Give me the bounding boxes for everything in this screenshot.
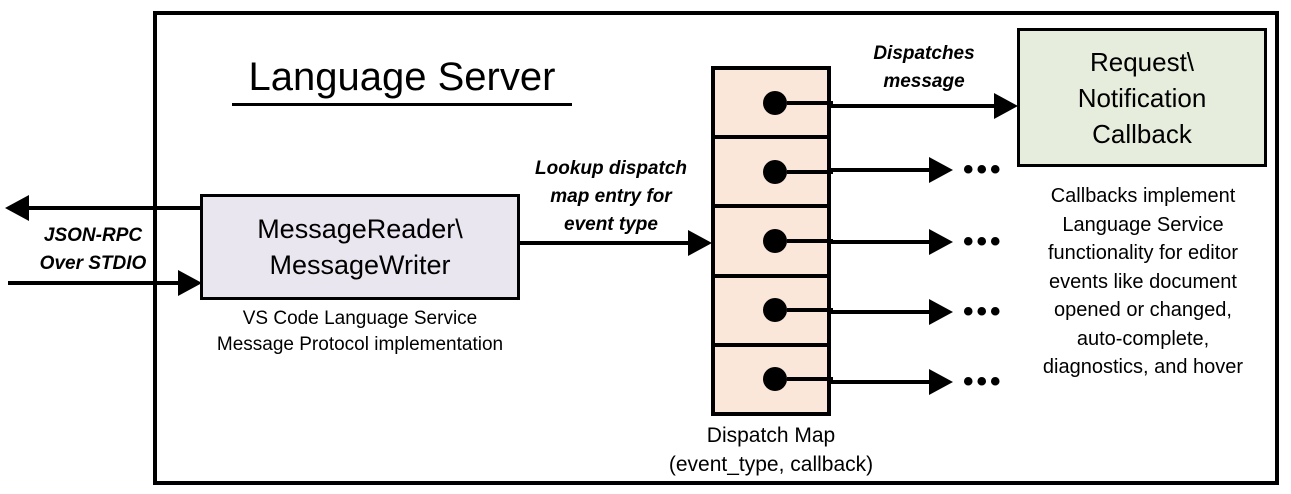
dispatch-row-4-ellipsis: ••• [963, 295, 1004, 328]
callback-dot-icon [763, 298, 787, 323]
dispatch-map-caption: Dispatch Map (event_type, callback) [641, 421, 901, 479]
lookup-dispatch-label-line-3: event type [564, 214, 658, 235]
message-reader-writer-caption-line-1: VS Code Language Service [242, 308, 478, 329]
dispatch-map-row-5-connector [787, 377, 833, 382]
json-rpc-label: JSON-RPC Over STDIO [18, 222, 168, 278]
inbound-rpc-line [8, 281, 180, 285]
message-reader-writer-box[interactable]: MessageReader\ MessageWriter [200, 194, 520, 300]
dispatch-row-3-line [831, 240, 931, 244]
dispatch-row-3-arrowhead [929, 229, 953, 255]
message-reader-writer-line-1: MessageReader\ [257, 214, 463, 244]
diagram-title: Language Server [232, 52, 572, 106]
callback-description-line-4: events like document [1049, 270, 1237, 293]
dispatch-row-2-line [831, 168, 931, 172]
request-notification-callback-label: Request\ Notification Callback [1078, 44, 1207, 152]
lookup-dispatch-line [520, 241, 690, 245]
dispatch-map-table[interactable] [711, 66, 833, 416]
dispatch-map-caption-line-1: Dispatch Map [706, 424, 836, 447]
dispatch-row-1-arrowhead [994, 93, 1018, 119]
lookup-dispatch-label-line-1: Lookup dispatch [535, 158, 687, 179]
callback-description-line-7: diagnostics, and hover [1042, 356, 1244, 378]
callback-description-line-1: Callbacks implement [1050, 185, 1236, 207]
dispatch-row-5-arrowhead [929, 369, 953, 395]
lookup-dispatch-label-line-2: map entry for [550, 186, 672, 207]
dispatch-row-3-ellipsis: ••• [963, 225, 1004, 258]
dispatches-message-label-line-2: message [883, 71, 965, 92]
dispatch-row-2-arrowhead [929, 157, 953, 183]
dispatch-map-row-1-connector [787, 100, 833, 105]
dispatches-message-label: Dispatches message [834, 40, 1014, 96]
dispatch-map-row-1[interactable] [715, 70, 833, 140]
request-notification-callback-line-1: Request\ [1089, 46, 1195, 77]
callback-dot-icon [763, 367, 787, 392]
request-notification-callback-line-3: Callback [1092, 118, 1192, 149]
json-rpc-label-line-1: JSON-RPC [43, 225, 143, 246]
outbound-rpc-arrowhead [5, 195, 29, 221]
dispatch-map-row-4[interactable] [715, 278, 833, 347]
inbound-rpc-arrowhead [178, 270, 202, 296]
dispatch-map-row-4-connector [787, 308, 833, 313]
dispatch-row-4-line [831, 310, 931, 314]
dispatch-map-row-5[interactable] [715, 347, 833, 412]
callback-description: Callbacks implement Language Service fun… [1008, 182, 1278, 382]
callback-dot-icon [763, 159, 787, 184]
message-reader-writer-line-2: MessageWriter [269, 250, 451, 280]
dispatch-row-5-ellipsis: ••• [963, 365, 1004, 398]
callback-dot-icon [763, 229, 787, 253]
callback-description-line-2: Language Service [1062, 213, 1224, 236]
dispatch-row-5-line [831, 380, 931, 384]
message-reader-writer-label: MessageReader\ MessageWriter [257, 211, 463, 283]
dispatch-map-row-3[interactable] [715, 208, 833, 278]
language-server-boundary [153, 11, 1279, 485]
message-reader-writer-caption: VS Code Language Service Message Protoco… [185, 306, 535, 358]
dispatch-map-row-2-connector [787, 169, 833, 174]
dispatch-row-1-line [831, 104, 996, 108]
request-notification-callback-box[interactable]: Request\ Notification Callback [1017, 28, 1267, 167]
lookup-dispatch-arrowhead [688, 230, 712, 256]
message-reader-writer-caption-line-2: Message Protocol implementation [216, 334, 504, 355]
dispatch-row-2-ellipsis: ••• [963, 153, 1004, 186]
request-notification-callback-line-2: Notification [1077, 82, 1207, 113]
lookup-dispatch-label: Lookup dispatch map entry for event type [518, 155, 704, 239]
dispatch-map-row-2[interactable] [715, 139, 833, 209]
callback-description-line-5: opened or changed, [1054, 299, 1232, 321]
dispatch-map-caption-line-2: (event_type, callback) [668, 453, 874, 476]
outbound-rpc-line [28, 206, 203, 210]
dispatches-message-label-line-1: Dispatches [873, 43, 975, 64]
json-rpc-label-line-2: Over STDIO [39, 253, 147, 274]
callback-dot-icon [763, 90, 787, 115]
callback-description-line-3: functionality for editor [1047, 242, 1239, 264]
dispatch-row-4-arrowhead [929, 299, 953, 325]
callback-description-line-6: auto-complete, [1076, 327, 1210, 350]
dispatch-map-row-3-connector [787, 239, 833, 243]
